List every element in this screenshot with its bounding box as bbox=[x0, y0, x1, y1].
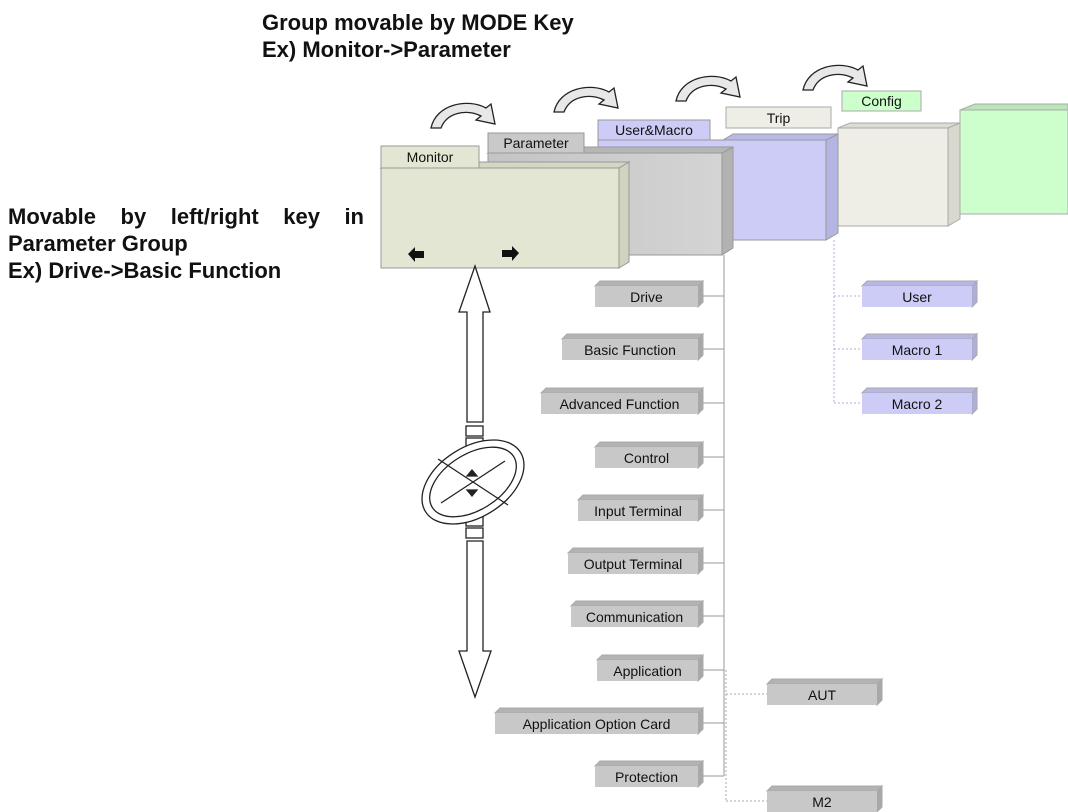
user-macro-connectors bbox=[833, 240, 862, 404]
tab-config[interactable]: Config bbox=[861, 93, 902, 109]
user-macro-macro-1[interactable]: Macro 1 bbox=[862, 339, 972, 360]
tab-user-macro[interactable]: User&Macro bbox=[615, 122, 693, 138]
box-bevel-side bbox=[697, 706, 704, 736]
param-group-output-terminal[interactable]: Output Terminal bbox=[568, 553, 698, 574]
user-macro-user[interactable]: User bbox=[862, 286, 972, 307]
param-group-basic-function[interactable]: Basic Function bbox=[562, 339, 698, 360]
user-macro-macro-2[interactable]: Macro 2 bbox=[862, 393, 972, 414]
keypad-dial-icon bbox=[421, 439, 525, 525]
box-bevel-side bbox=[697, 759, 704, 789]
box-bevel-side bbox=[876, 677, 883, 707]
param-group-input-terminal[interactable]: Input Terminal bbox=[578, 500, 698, 521]
box-bevel-side bbox=[971, 386, 978, 416]
box-bevel-side bbox=[697, 653, 704, 683]
mode-key-caption: Group movable by MODE Key Ex) Monitor->P… bbox=[262, 9, 574, 63]
box-bevel-side bbox=[971, 332, 978, 362]
box-bevel-side bbox=[697, 599, 704, 629]
param-group-application[interactable]: Application bbox=[597, 660, 698, 681]
lr-caption-line2: Parameter Group bbox=[8, 231, 188, 256]
left-arrow-icon bbox=[408, 247, 424, 262]
lr-caption-line3: Ex) Drive->Basic Function bbox=[8, 258, 282, 283]
up-down-arrow bbox=[458, 263, 492, 699]
box-bevel-side bbox=[697, 332, 704, 362]
mode-caption-line2: Ex) Monitor->Parameter bbox=[262, 37, 511, 62]
param-group-protection[interactable]: Protection bbox=[595, 766, 698, 787]
app-sub-aut[interactable]: AUT bbox=[767, 684, 877, 705]
box-bevel-side bbox=[697, 386, 704, 416]
param-group-control[interactable]: Control bbox=[595, 447, 698, 468]
param-group-advanced-function[interactable]: Advanced Function bbox=[541, 393, 698, 414]
box-bevel-side bbox=[697, 440, 704, 470]
box-bevel-side bbox=[697, 279, 704, 309]
left-right-key-caption: Movable by left/right key in Parameter G… bbox=[8, 203, 364, 284]
param-group-drive[interactable]: Drive bbox=[595, 286, 698, 307]
box-bevel-side bbox=[876, 784, 883, 812]
config-panel bbox=[841, 90, 1068, 215]
box-bevel-side bbox=[697, 493, 704, 523]
app-sub-m2[interactable]: M2 bbox=[767, 791, 877, 812]
param-group-application-option-card[interactable]: Application Option Card bbox=[495, 713, 698, 734]
param-group-communication[interactable]: Communication bbox=[571, 606, 698, 627]
tab-trip[interactable]: Trip bbox=[766, 109, 791, 126]
tab-parameter[interactable]: Parameter bbox=[503, 135, 569, 151]
mode-curved-arrows bbox=[430, 64, 868, 129]
lr-caption-line1: Movable by left/right key in bbox=[8, 204, 364, 229]
application-sub-connectors bbox=[725, 670, 767, 802]
box-bevel-side bbox=[971, 279, 978, 309]
trip-panel bbox=[725, 106, 961, 227]
box-bevel-side bbox=[697, 546, 704, 576]
right-arrow-icon bbox=[502, 246, 519, 261]
mode-caption-line1: Group movable by MODE Key bbox=[262, 10, 574, 35]
tab-monitor[interactable]: Monitor bbox=[406, 149, 454, 165]
